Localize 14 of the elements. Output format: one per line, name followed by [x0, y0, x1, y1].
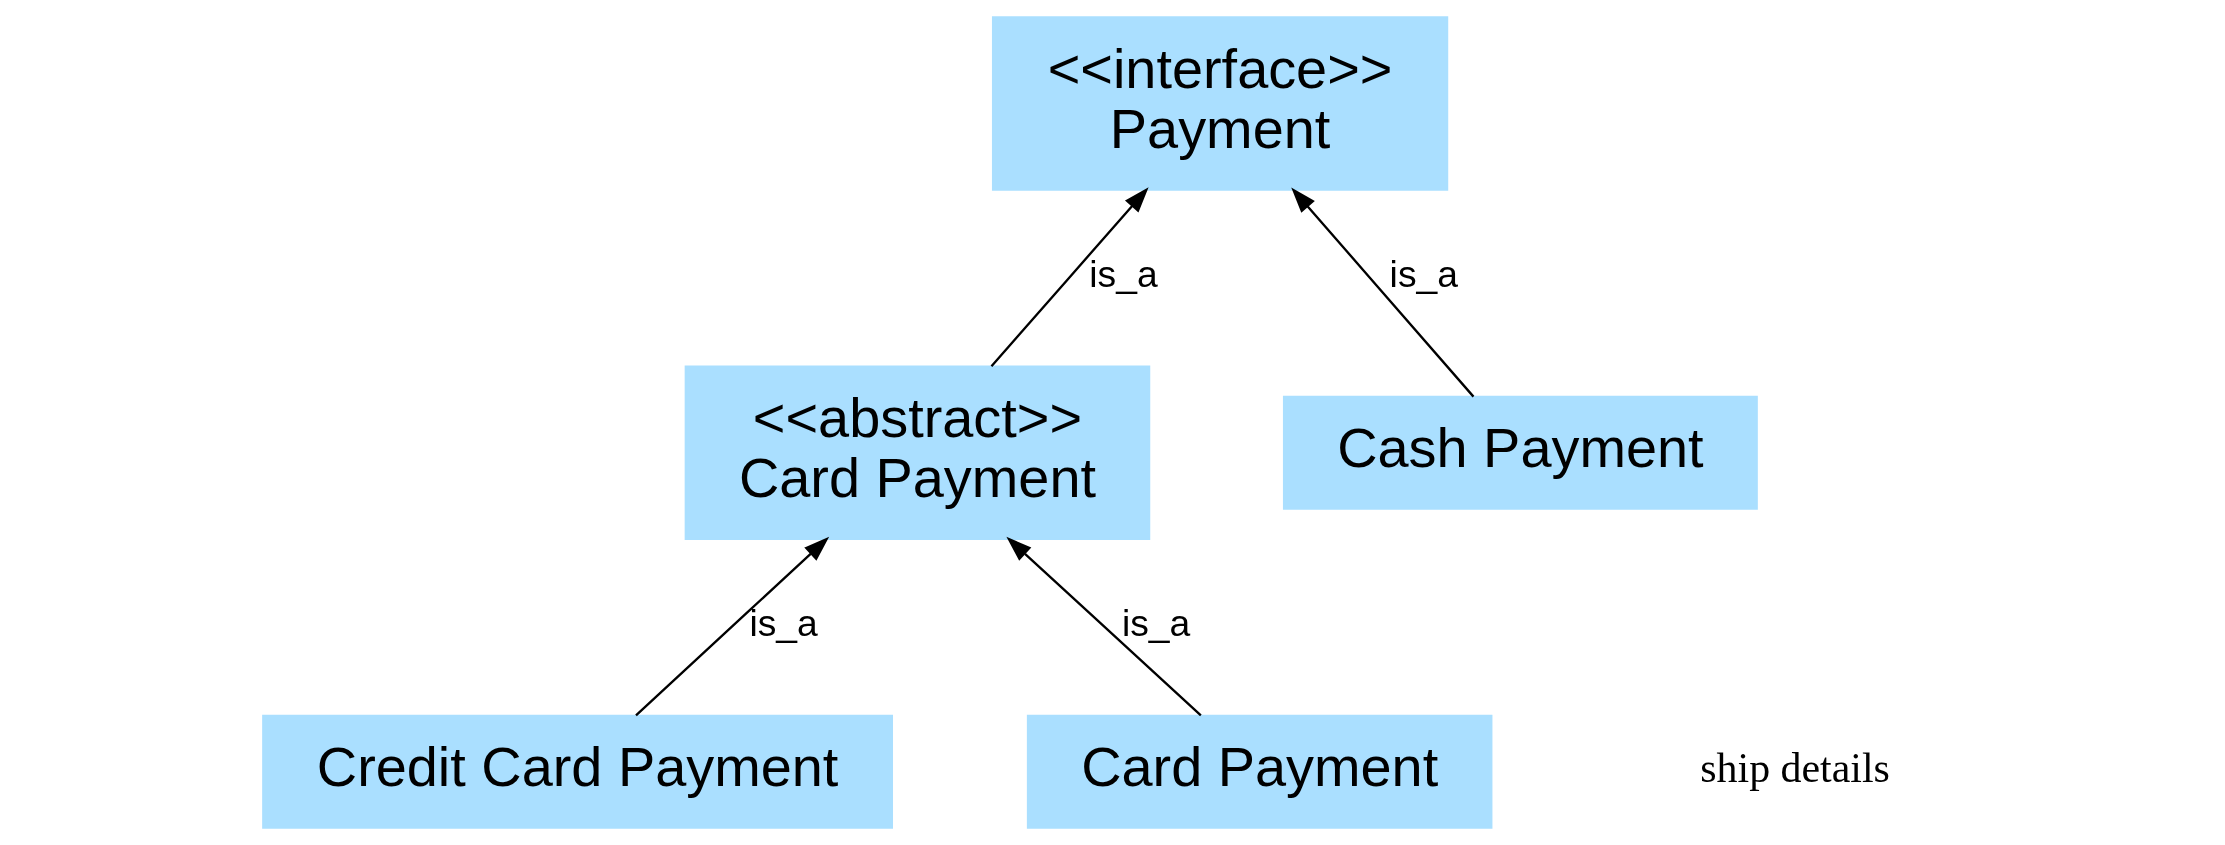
edge-label: is_a [1121, 602, 1190, 645]
edge-label: is_a [1389, 253, 1458, 296]
edge-label: is_a [1088, 253, 1158, 296]
node-box: Cash Payment [1282, 395, 1758, 510]
arrow [634, 536, 829, 717]
node-box: Credit Card Payment [261, 714, 893, 829]
arrow [990, 187, 1149, 367]
arrow [1005, 536, 1202, 717]
arrow [1290, 187, 1474, 398]
label: ship details [1699, 744, 1890, 791]
node-box: Card Payment [1026, 714, 1492, 829]
node-box: <<abstract>> Card Payment [684, 365, 1150, 541]
node-box: <<interface>> Payment [991, 16, 1448, 191]
edge-label: is_a [748, 602, 818, 645]
